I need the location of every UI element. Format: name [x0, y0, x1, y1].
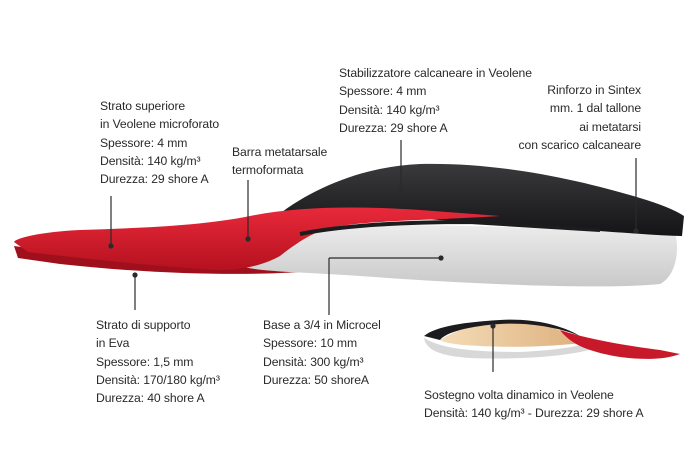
callout-sintex-reinforcement: Rinforzo in Sintex mm. 1 dal tallone ai … [518, 81, 642, 154]
microcel-base-shape [240, 225, 678, 287]
callout-line: Rinforzo in Sintex [547, 83, 641, 97]
callout-line: Densità: 140 kg/m³ - Durezza: 29 shore A [424, 406, 644, 421]
callout-line: Densità: 140 kg/m³ [339, 102, 440, 117]
small-black-top [424, 319, 580, 340]
heel-stabilizer-shape [282, 163, 684, 236]
callout-line: termoformata [232, 163, 304, 178]
small-grey-base [424, 338, 600, 359]
callout-top-layer: Strato superiore in Veolene microforato … [100, 97, 219, 188]
callout-line: mm. 1 dal tallone [549, 101, 641, 116]
callout-line: ai metatarsi [579, 119, 641, 134]
support-layer-shape [14, 246, 300, 274]
small-red-layer [560, 330, 680, 359]
callout-line: Spessore: 10 mm [263, 336, 358, 351]
callout-line: Densità: 300 kg/m³ [263, 354, 364, 369]
callout-line: Strato di supporto [96, 318, 191, 332]
callout-metatarsal-bar: Barra metatarsale termoformata [232, 143, 327, 180]
callout-line: Durezza: 40 shore A [96, 391, 205, 406]
small-arch-support-shape [440, 320, 590, 347]
callout-line: Durezza: 50 shoreA [263, 372, 369, 387]
callout-line: Strato superiore [100, 99, 186, 113]
callout-line: Stabilizzatore calcaneare in Veolene [339, 66, 532, 80]
callout-line: in Veolene microforato [100, 117, 220, 132]
callout-line: con scarico calcaneare [518, 137, 642, 152]
small-insole [424, 319, 680, 359]
callout-line: Spessore: 1,5 mm [96, 354, 194, 369]
callout-line: Durezza: 29 shore A [100, 172, 209, 187]
callout-arch-support: Sostegno volta dinamico in Veolene Densi… [424, 386, 644, 423]
callout-line: Densità: 170/180 kg/m³ [96, 372, 220, 387]
callout-microcel-base: Base a 3/4 in Microcel Spessore: 10 mm D… [263, 316, 381, 389]
callout-line: Spessore: 4 mm [339, 84, 427, 99]
callout-support-layer: Strato di supporto in Eva Spessore: 1,5 … [96, 316, 220, 407]
callout-line: Spessore: 4 mm [100, 135, 188, 150]
callout-heel-stabilizer: Stabilizzatore calcaneare in Veolene Spe… [339, 64, 532, 137]
callout-line: Base a 3/4 in Microcel [263, 318, 381, 332]
callout-line: in Eva [96, 336, 130, 351]
callout-line: Barra metatarsale [232, 145, 328, 159]
callout-line: Durezza: 29 shore A [339, 120, 448, 135]
callout-line: Sostegno volta dinamico in Veolene [424, 388, 614, 402]
main-insole [14, 163, 684, 287]
leader-lines [108, 140, 639, 372]
top-layer-shape [14, 207, 500, 270]
callout-line: Densità: 140 kg/m³ [100, 153, 201, 168]
